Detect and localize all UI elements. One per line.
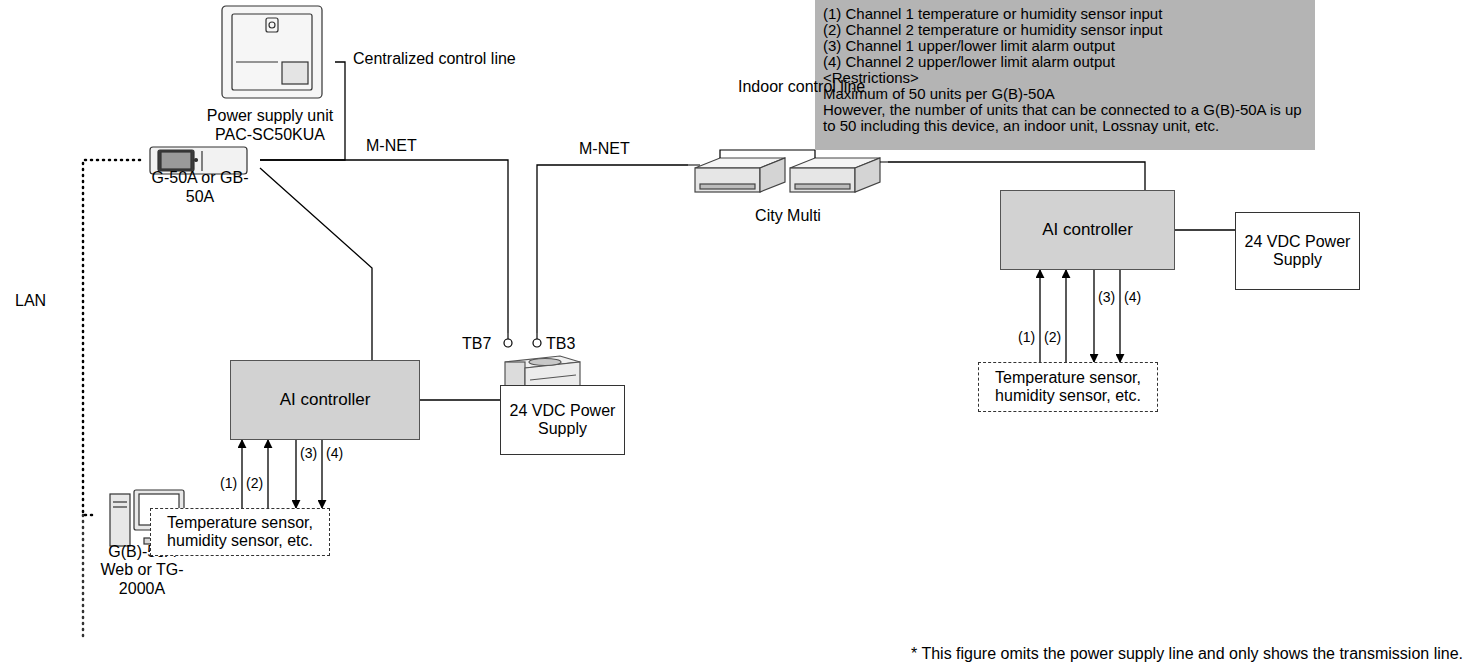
sensor-box: Temperature sensor, humidity sensor, etc… (978, 362, 1158, 412)
transmission-line (260, 160, 508, 333)
node-label: TB7 (462, 335, 491, 353)
signal-arrow (241, 440, 242, 508)
node-label: Power supply unit PAC-SC50KUA (205, 107, 335, 144)
node-label: 24 VDC Power Supply (505, 402, 620, 439)
footnote: * This figure omits the power supply lin… (911, 645, 1463, 663)
indoor-unit-icon (688, 150, 888, 192)
callout-number: (3) (1097, 290, 1116, 305)
lan-line (82, 515, 85, 640)
note-line: (3) Channel 1 upper/lower limit alarm ou… (823, 38, 1307, 54)
line-label: M-NET (365, 137, 418, 155)
line-label: Centralized control line (352, 50, 517, 68)
power-supply-box: 24 VDC Power Supply (500, 385, 625, 455)
note-line: <Restrictions> (823, 70, 1307, 86)
note-line: (2) Channel 2 temperature or humidity se… (823, 22, 1307, 38)
node-label: Temperature sensor, humidity sensor, etc… (155, 514, 325, 551)
line-label: LAN (15, 292, 46, 310)
note-line: Maximum of 50 units per G(B)-50A (823, 86, 1307, 102)
line-label: Indoor control line (738, 78, 865, 96)
node-label: G-50A or GB-50A (140, 169, 260, 206)
callout-number: (1) (1017, 330, 1036, 345)
transmission-line (260, 168, 372, 360)
signal-arrow (1065, 270, 1066, 362)
signal-arrow (1039, 270, 1040, 362)
sensor-box: Temperature sensor, humidity sensor, etc… (150, 508, 330, 556)
callout-number: (4) (325, 446, 344, 461)
note-line: (1) Channel 1 temperature or humidity se… (823, 6, 1307, 22)
signal-arrow (321, 440, 322, 508)
node-label: City Multi (755, 207, 821, 225)
signal-arrow (267, 440, 268, 508)
power-supply-unit-icon (222, 6, 322, 98)
signal-arrow (295, 440, 296, 508)
note-line: However, the number of units that can be… (823, 102, 1307, 134)
callout-number: (2) (245, 476, 264, 491)
transmission-line (1175, 229, 1235, 230)
transmission-line (420, 399, 500, 400)
line-label: M-NET (578, 140, 631, 158)
power-supply-box: 24 VDC Power Supply (1235, 212, 1360, 290)
callout-number: (3) (299, 446, 318, 461)
lan-line (83, 160, 140, 515)
signal-arrow (1093, 270, 1094, 362)
node-label: AI controller (280, 390, 371, 410)
ai-controller: AI controller (230, 360, 420, 440)
ai-controller: AI controller (1000, 190, 1175, 270)
node-label: TB3 (546, 335, 575, 353)
node-label: 24 VDC Power Supply (1240, 233, 1355, 270)
power-supply-unit: Power supply unit PAC-SC50KUA (205, 2, 335, 144)
callout-number: (1) (219, 476, 238, 491)
transmission-line (537, 165, 688, 333)
indoor-units: City Multi (688, 150, 888, 225)
node-label: Temperature sensor, humidity sensor, etc… (983, 369, 1153, 406)
centralized-controller: G-50A or GB-50A (140, 144, 260, 206)
callout-number: (2) (1043, 330, 1062, 345)
note-line: (4) Channel 2 upper/lower limit alarm ou… (823, 54, 1307, 70)
transmission-line (888, 162, 1145, 190)
node-label: AI controller (1042, 220, 1133, 240)
callout-number: (4) (1123, 290, 1142, 305)
note-box: (1) Channel 1 temperature or humidity se… (815, 0, 1315, 150)
signal-arrow (1119, 270, 1120, 362)
